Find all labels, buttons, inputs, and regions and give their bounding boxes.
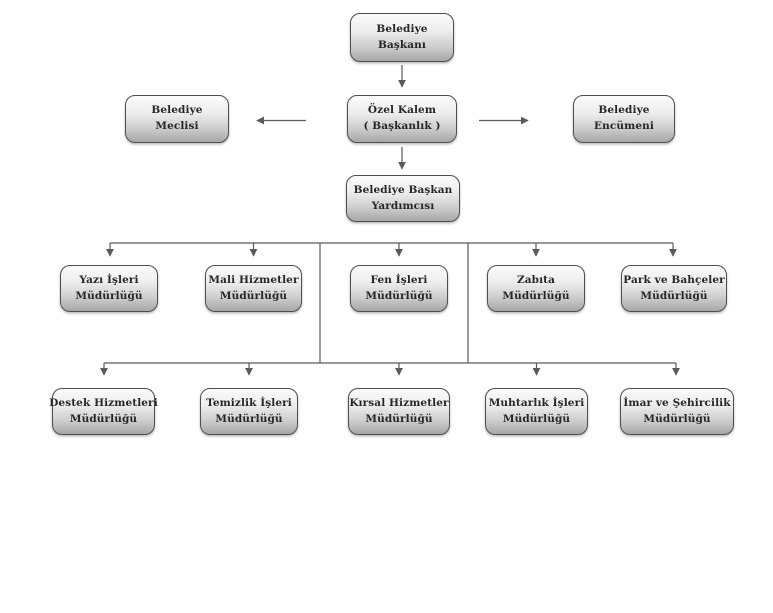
node-yazi-isleri: Yazı İşleri Müdürlüğü bbox=[60, 265, 158, 312]
node-imar-ve-sehircilik: İmar ve Şehircilik Müdürlüğü bbox=[620, 388, 734, 435]
node-belediye-meclisi: Belediye Meclisi bbox=[125, 95, 229, 143]
node-belediye-baskani: Belediye Başkanı bbox=[350, 13, 454, 62]
node-destek-hizmetleri: Destek Hizmetleri Müdürlüğü bbox=[49, 388, 158, 435]
node-mali-hizmetler: Mali Hizmetler Müdürlüğü bbox=[205, 265, 302, 312]
node-zabita: Zabıta Müdürlüğü bbox=[487, 265, 585, 312]
node-park-ve-bahceler: Park ve Bahçeler Müdürlüğü bbox=[621, 265, 727, 312]
node-baskan-yardimcisi: Belediye Başkan Yardımcısı bbox=[346, 175, 460, 222]
node-ozel-kalem: Özel Kalem ( Başkanlık ) bbox=[347, 95, 457, 143]
node-temizlik-isleri: Temizlik İşleri Müdürlüğü bbox=[200, 388, 298, 435]
node-muhtarlik-isleri: Muhtarlık İşleri Müdürlüğü bbox=[485, 388, 588, 435]
node-fen-isleri: Fen İşleri Müdürlüğü bbox=[350, 265, 448, 312]
node-kirsal-hizmetler: Kırsal Hizmetler Müdürlüğü bbox=[348, 388, 450, 435]
node-belediye-encumeni: Belediye Encümeni bbox=[573, 95, 675, 143]
